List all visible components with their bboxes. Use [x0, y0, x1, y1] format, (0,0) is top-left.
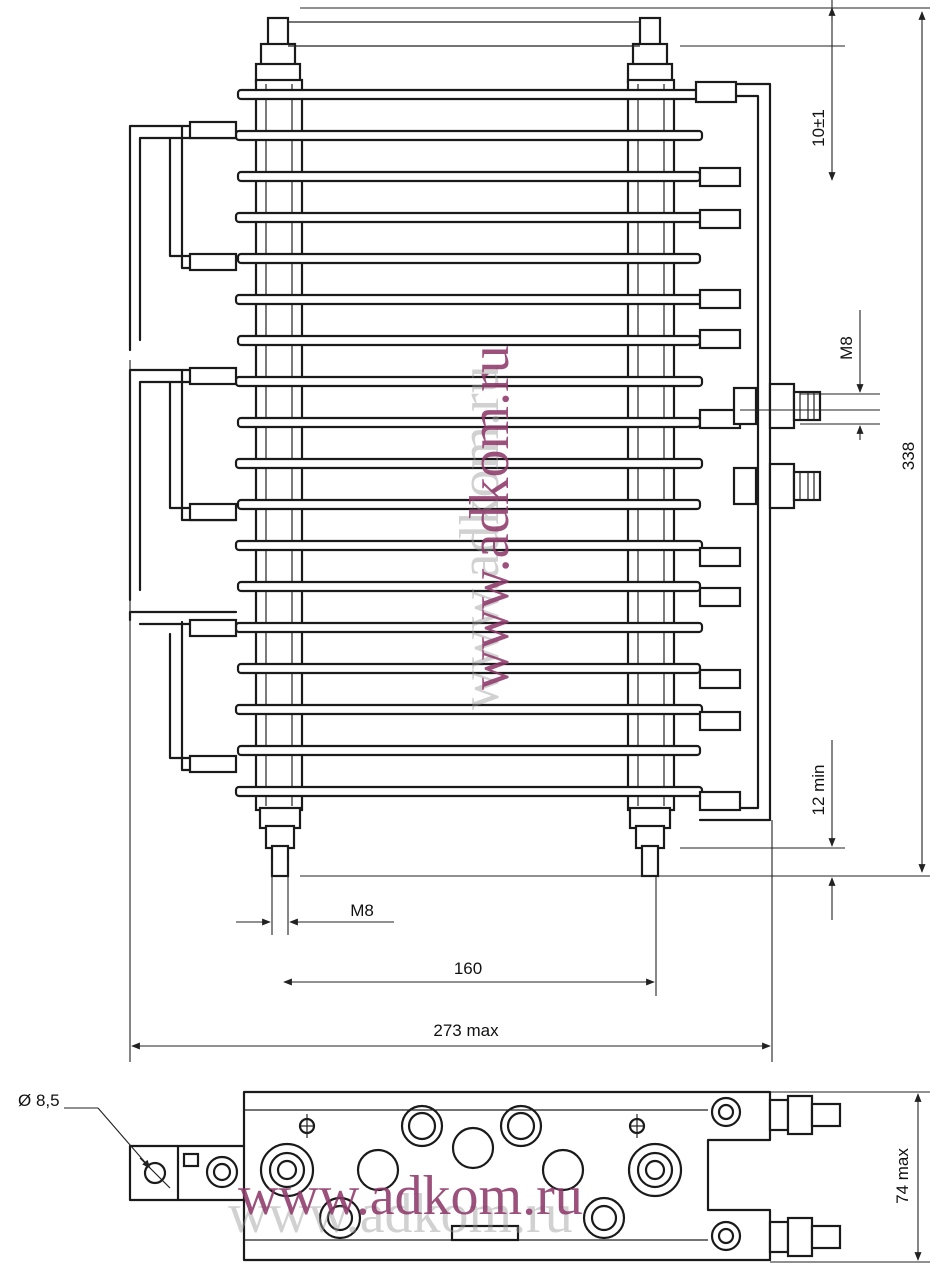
- dim-stud-spacing-label: 160: [454, 959, 482, 978]
- right-tap-connectors: [694, 80, 772, 822]
- resistor-plate: [234, 539, 704, 552]
- dim-height-label: 338: [899, 442, 918, 470]
- dim-depth-label: 74 max: [893, 1148, 912, 1204]
- resistor-plate: [236, 662, 702, 675]
- watermark-horizontal: www.adkom.ru www.adkom.ru: [228, 1165, 583, 1245]
- bottom-stud-left: [258, 806, 302, 878]
- resistor-plate: [236, 170, 702, 183]
- plan-view: [64, 1090, 930, 1263]
- mounting-hole: [143, 1161, 167, 1185]
- ceramic-tube-right: [626, 78, 676, 812]
- left-tap-connectors: [128, 120, 238, 774]
- resistor-plate: [236, 580, 702, 593]
- top-stud-left: [254, 16, 302, 84]
- resistor-plate: [236, 744, 702, 757]
- washer-left-large: [259, 1142, 315, 1198]
- front-view: [128, 16, 822, 878]
- dim-clearance-label: 12 min: [809, 764, 828, 815]
- dim-width-label: 273 max: [433, 1021, 499, 1040]
- resistor-plate: [234, 129, 704, 142]
- watermark-vertical-text: www.adkom.ru: [459, 345, 521, 690]
- resistor-plate: [234, 457, 704, 470]
- watermark-vertical: www.adkom.ru www.adkom.ru: [449, 345, 521, 710]
- resistor-plate: [234, 703, 704, 716]
- washer-right-large: [627, 1142, 683, 1198]
- dim-hole-diameter-label: Ø 8,5: [18, 1091, 60, 1110]
- small-holes: [298, 1114, 646, 1138]
- resistor-plate: [236, 252, 702, 265]
- bottom-stud-right: [628, 806, 672, 878]
- terminal-bolt-upper: [732, 382, 822, 430]
- ceramic-tube-left: [254, 78, 304, 812]
- resistor-plate: [234, 293, 704, 306]
- resistor-plate: [234, 211, 704, 224]
- resistor-plate: [236, 498, 702, 511]
- dim-terminal-thread-label: M8: [837, 336, 856, 360]
- resistor-plate: [236, 334, 702, 347]
- svg-text:www.adkom.ru: www.adkom.ru: [449, 365, 511, 710]
- resistor-plate: [236, 88, 702, 101]
- terminal-bolt-lower: [732, 462, 822, 510]
- dim-stud-thread-label: M8: [350, 901, 374, 920]
- nameplate-slot: [450, 1224, 520, 1242]
- resistor-plates: [234, 88, 704, 798]
- watermark-horizontal-text: www.adkom.ru: [238, 1165, 583, 1227]
- top-stud-right: [626, 16, 674, 84]
- dimension-lines: [129, 0, 930, 1062]
- svg-text:www.adkom.ru: www.adkom.ru: [228, 1183, 573, 1245]
- dim-pitch-label: 10±1: [809, 109, 828, 147]
- resistor-plate: [234, 785, 704, 798]
